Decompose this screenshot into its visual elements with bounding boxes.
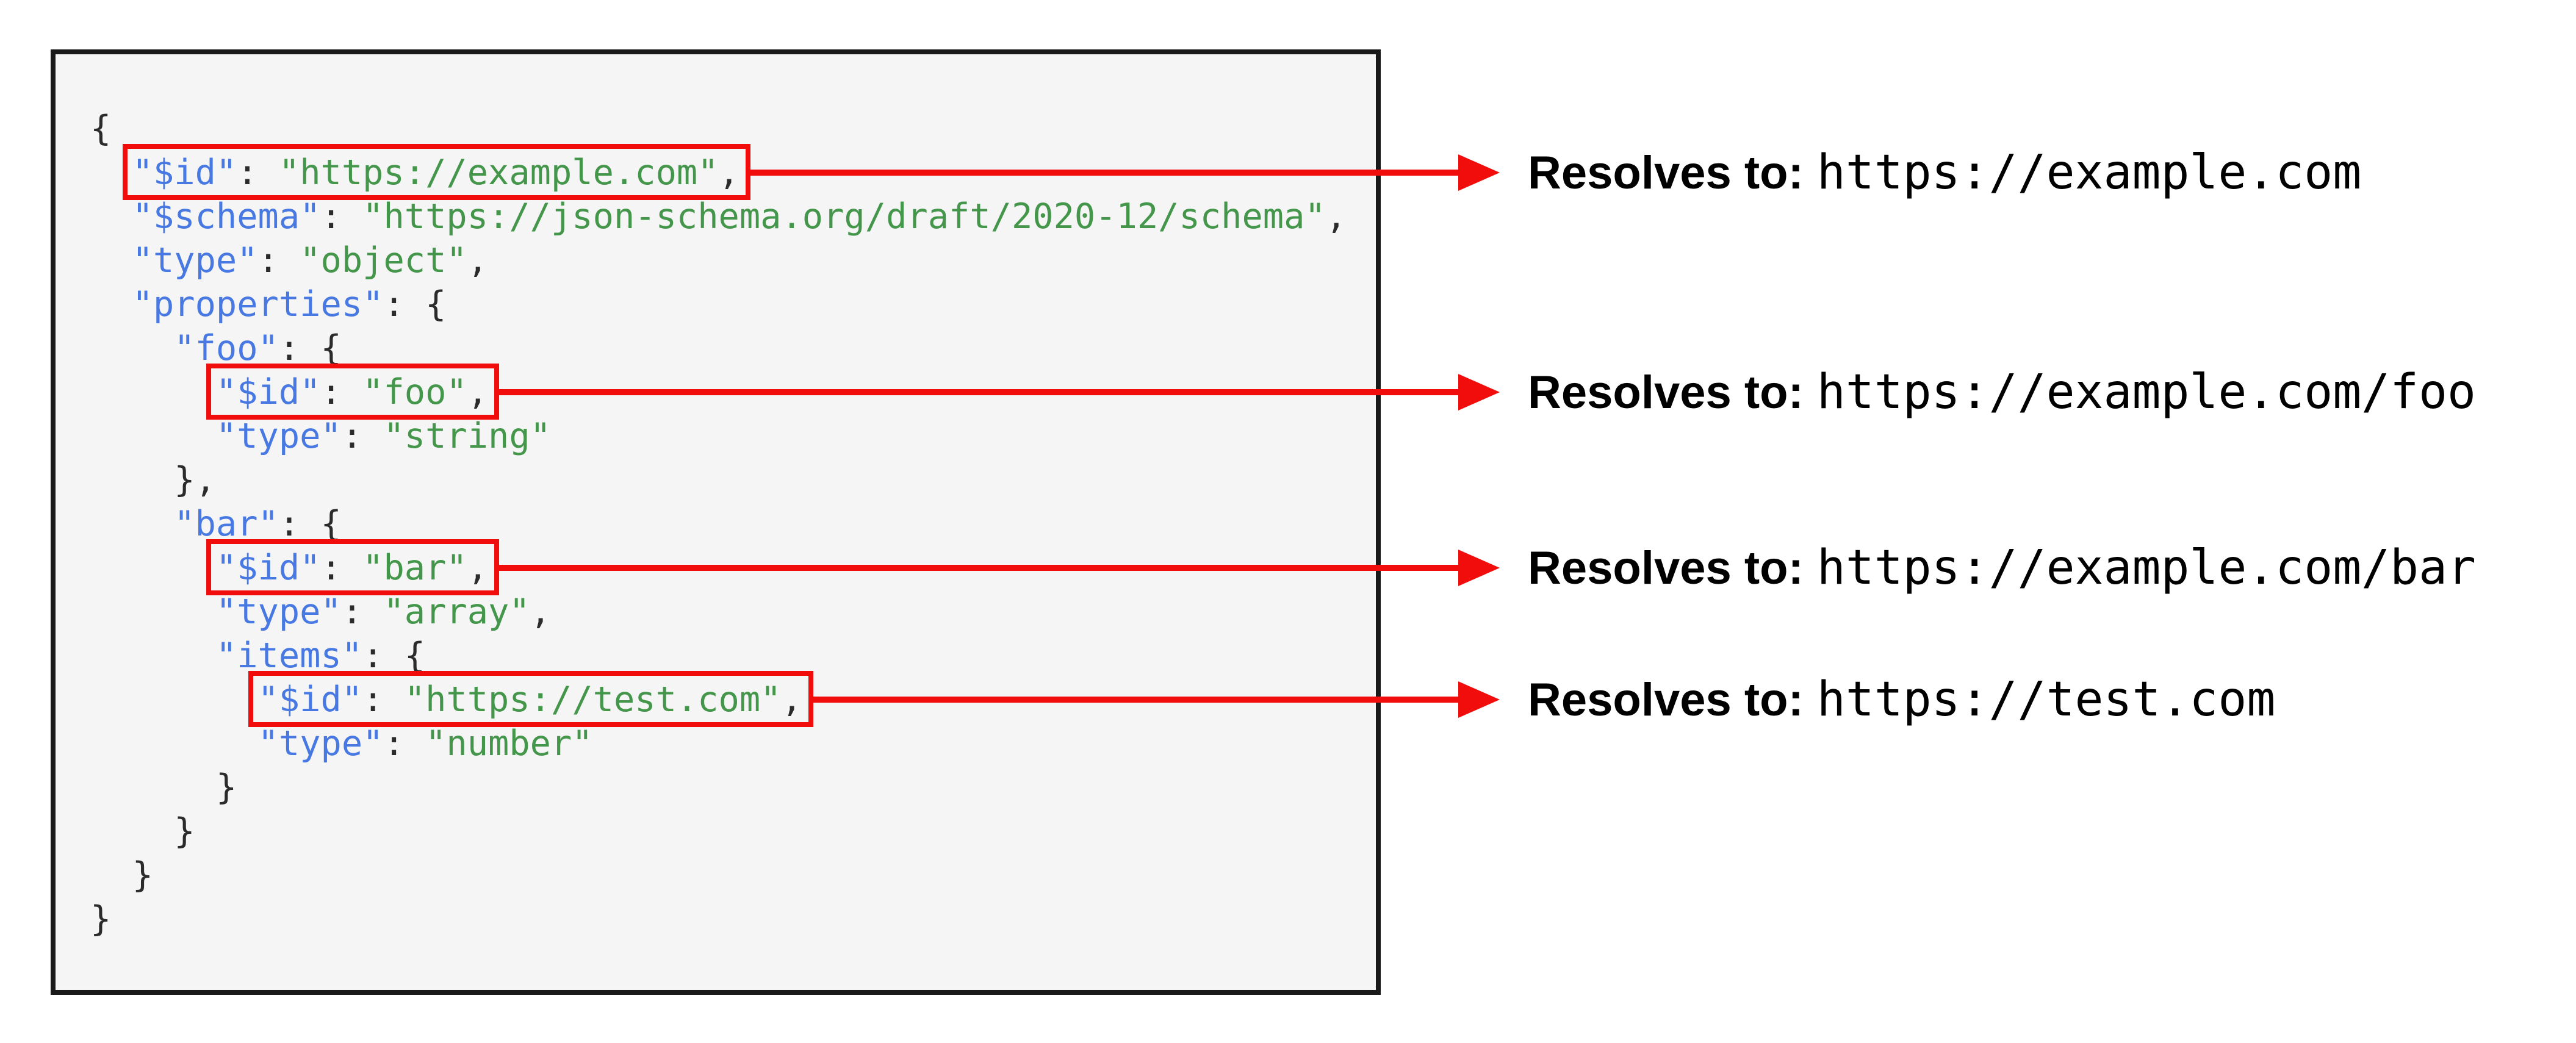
code-token: { [320,328,342,368]
code-line: { [90,107,1347,151]
code-line: "properties": { [90,282,1347,326]
code-token: { [90,109,112,149]
code-token: , [530,592,551,632]
code-token: , [781,679,802,720]
resolves-annotation: Resolves to:https://test.com [1528,672,2275,727]
resolves-annotation: Resolves to:https://example.com [1528,145,2361,200]
code-token: "type" [215,416,342,456]
code-token: "$schema" [132,196,321,237]
code-line: "items": { [90,634,1347,678]
code-token: "string" [383,416,551,456]
arrowhead-right-icon [1458,374,1500,410]
resolves-label: Resolves to: [1528,674,1804,726]
code-token: "https://json-schema.org/draft/2020-12/s… [362,196,1326,237]
code-token: : [278,504,321,544]
code-token: "type" [257,723,384,764]
code-token: , [467,372,489,412]
id-highlight-box: "$id": "https://example.com", [122,144,751,200]
code-line: } [90,765,1347,809]
code-token: "bar" [362,548,467,588]
code-token: : [341,416,384,456]
code-token: "$id" [215,372,321,412]
code-token: } [174,811,195,851]
schema-code: { "$id": "https://example.com", "$schema… [90,107,1347,941]
code-line: } [90,897,1347,941]
code-line: } [90,853,1347,897]
code-line: "type": "number" [90,722,1347,765]
code-token: "https://test.com" [404,679,782,720]
code-token: "items" [215,636,363,676]
code-token: : [257,240,300,281]
connector-arrow-line [748,170,1461,176]
code-token: : [320,372,363,412]
code-token: "properties" [132,284,384,324]
code-token: , [467,240,489,281]
code-token: "foo" [362,372,467,412]
resolved-uri: https://example.com/foo [1816,365,2477,420]
resolved-uri: https://example.com [1816,145,2362,200]
code-token: { [404,636,426,676]
code-token: "$id" [215,548,321,588]
code-token: } [90,899,112,939]
code-token: , [1325,196,1347,237]
code-token: , [467,548,489,588]
code-token: } [215,767,237,808]
code-token: , [718,152,739,193]
code-token: { [425,284,447,324]
code-token: "array" [383,592,530,632]
code-token: "bar" [174,504,279,544]
code-token: "type" [132,240,258,281]
code-token: : [383,723,426,764]
code-token: : [320,196,363,237]
code-token: "https://example.com" [278,152,719,193]
code-line: "foo": { [90,326,1347,370]
arrowhead-right-icon [1458,681,1500,718]
code-token: }, [174,460,216,500]
resolved-uri: https://test.com [1816,672,2276,727]
code-token: : [320,548,363,588]
code-line: "type": "object", [90,238,1347,282]
code-line: }, [90,458,1347,502]
resolves-label: Resolves to: [1528,542,1804,594]
code-line: "$id": "https://example.com", [90,144,1347,200]
code-token: : [341,592,384,632]
resolves-annotation: Resolves to:https://example.com/bar [1528,540,2476,595]
arrowhead-right-icon [1458,154,1500,191]
resolved-uri: https://example.com/bar [1816,540,2477,595]
connector-arrow-line [497,565,1461,571]
code-token: "foo" [174,328,279,368]
code-line: "type": "string" [90,414,1347,458]
arrowhead-right-icon [1458,550,1500,586]
code-token: } [132,855,153,895]
resolves-label: Resolves to: [1528,367,1804,418]
code-line: "bar": { [90,502,1347,546]
connector-arrow-line [497,389,1461,395]
resolves-annotation: Resolves to:https://example.com/foo [1528,365,2476,420]
code-token: : [362,679,405,720]
code-token: "number" [425,723,593,764]
code-token: "$id" [257,679,363,720]
code-line: } [90,809,1347,853]
code-token: : [237,152,279,193]
code-token: { [320,504,342,544]
code-token: "$id" [132,152,237,193]
code-token: "type" [215,592,342,632]
schema-code-panel: { "$id": "https://example.com", "$schema… [51,49,1381,995]
code-token: : [362,636,405,676]
code-line: "$schema": "https://json-schema.org/draf… [90,195,1347,238]
resolves-label: Resolves to: [1528,147,1804,199]
code-token: : [278,328,321,368]
code-line: "type": "array", [90,590,1347,634]
connector-arrow-line [811,697,1461,703]
code-token: : [383,284,426,324]
code-token: "object" [300,240,467,281]
